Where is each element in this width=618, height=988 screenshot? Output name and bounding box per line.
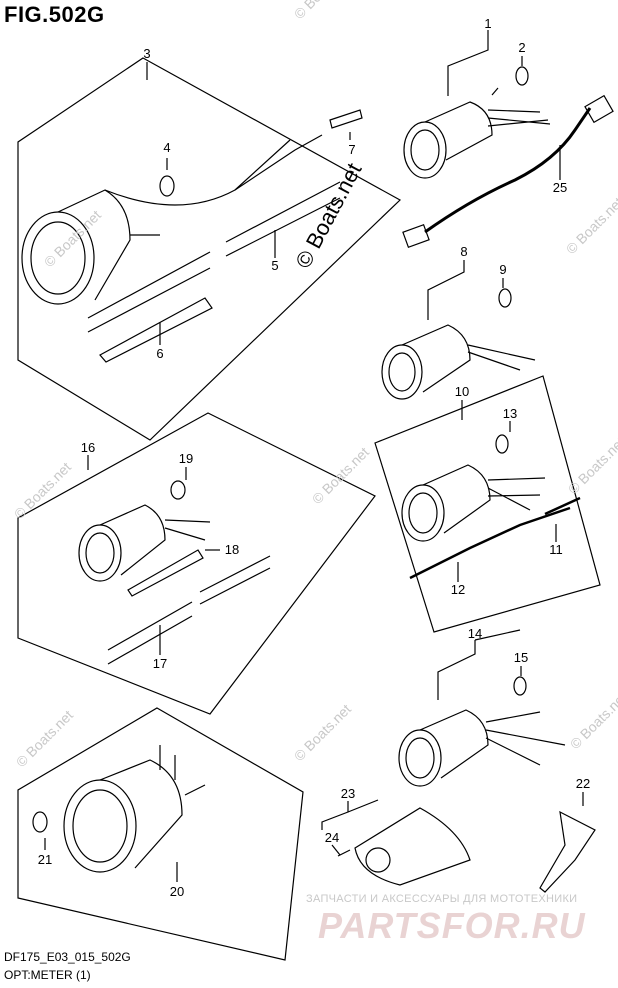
- callout-6: 6: [156, 346, 163, 361]
- bulb-4: [159, 175, 175, 197]
- callout-9: 9: [499, 262, 506, 277]
- cable-tie-18: [127, 549, 204, 597]
- connector-25b: [402, 223, 430, 249]
- meter-3: [21, 134, 323, 305]
- bracket-23-hole: [365, 847, 391, 873]
- tube-17: [107, 601, 193, 665]
- bracket-23: [354, 807, 471, 886]
- callout-11: 11: [549, 542, 563, 557]
- meter-20: [63, 745, 206, 873]
- bulb-2: [515, 66, 529, 86]
- cable-tie-6: [99, 297, 213, 363]
- tube-5b: [225, 181, 341, 257]
- callout-1: 1: [484, 16, 491, 31]
- group-box-3: [17, 57, 402, 441]
- callout-4: 4: [163, 140, 170, 155]
- harness-25: [424, 107, 592, 234]
- bulb-9: [498, 288, 512, 308]
- watermark-8: © Boats.net: [567, 689, 618, 752]
- parts-watermark-tagline: ЗАПЧАСТИ И АКСЕССУАРЫ ДЛЯ МОТОТЕХНИКИ: [306, 893, 578, 905]
- callout-23: 23: [341, 786, 355, 801]
- group-box-10: [374, 375, 601, 633]
- leader-8: [427, 260, 465, 320]
- callout-5: 5: [271, 258, 278, 273]
- group-box-16: [17, 412, 376, 715]
- watermark-3: © Boats.net: [11, 459, 74, 522]
- watermark-7: © Boats.net: [291, 701, 354, 764]
- leader-24: [331, 844, 341, 856]
- leader-23b: [347, 799, 379, 813]
- callout-18: 18: [225, 542, 239, 557]
- meter-16: [78, 504, 211, 582]
- watermark-5: © Boats.net: [565, 434, 618, 497]
- watermark-2: © Boats.net: [563, 194, 618, 257]
- meter-10: [401, 464, 546, 542]
- callout-25: 25: [553, 180, 567, 195]
- footer-description: OPT:METER (1): [4, 968, 91, 982]
- callout-2: 2: [518, 40, 525, 55]
- terminal-7: [329, 109, 363, 129]
- footer-model-code: DF175_E03_015_502G: [4, 950, 131, 964]
- callout-17: 17: [153, 656, 167, 671]
- callout-13: 13: [503, 406, 517, 421]
- callout-20: 20: [170, 884, 184, 899]
- watermark-6: © Boats.net: [13, 707, 76, 770]
- parts-watermark-brand: PARTSFOR.RU: [318, 905, 586, 946]
- bracket-22: [539, 810, 596, 893]
- callout-labels: 1 2 3 4 5 6 7 8 9 10 11 12 13 14 15 16 1…: [38, 16, 590, 899]
- harness-11: [544, 496, 581, 516]
- bulb-19: [170, 480, 186, 500]
- bulb-21: [32, 811, 48, 833]
- group-box-20: [17, 707, 304, 961]
- callout-19: 19: [179, 451, 193, 466]
- callout-22: 22: [576, 776, 590, 791]
- leader-1: [447, 30, 489, 96]
- tube-17b: [199, 555, 271, 605]
- callout-14: 14: [468, 626, 482, 641]
- leader-14: [437, 640, 476, 700]
- callout-8: 8: [460, 244, 467, 259]
- bulb-13: [495, 434, 509, 454]
- screw-24: [337, 849, 351, 857]
- callout-24: 24: [325, 830, 339, 845]
- meter-1: [403, 87, 551, 179]
- leader-14b: [474, 629, 521, 641]
- callout-10: 10: [455, 384, 469, 399]
- harness-12: [409, 506, 571, 580]
- watermark-4: © Boats.net: [309, 444, 372, 507]
- tube-5: [87, 251, 211, 333]
- callout-16: 16: [81, 440, 95, 455]
- callout-7: 7: [348, 142, 355, 157]
- copyright-notice: © Boats.net: [290, 159, 366, 273]
- callout-21: 21: [38, 852, 52, 867]
- figure-title: FIG.502G: [4, 2, 105, 27]
- leader-23: [321, 801, 349, 830]
- callout-12: 12: [451, 582, 465, 597]
- bulb-15: [513, 676, 527, 696]
- connector-25a: [584, 94, 614, 124]
- callout-15: 15: [514, 650, 528, 665]
- meter-14: [398, 709, 566, 787]
- watermark-1: © Boats.net: [291, 0, 354, 22]
- callout-3: 3: [143, 46, 150, 61]
- meter-8: [381, 324, 536, 400]
